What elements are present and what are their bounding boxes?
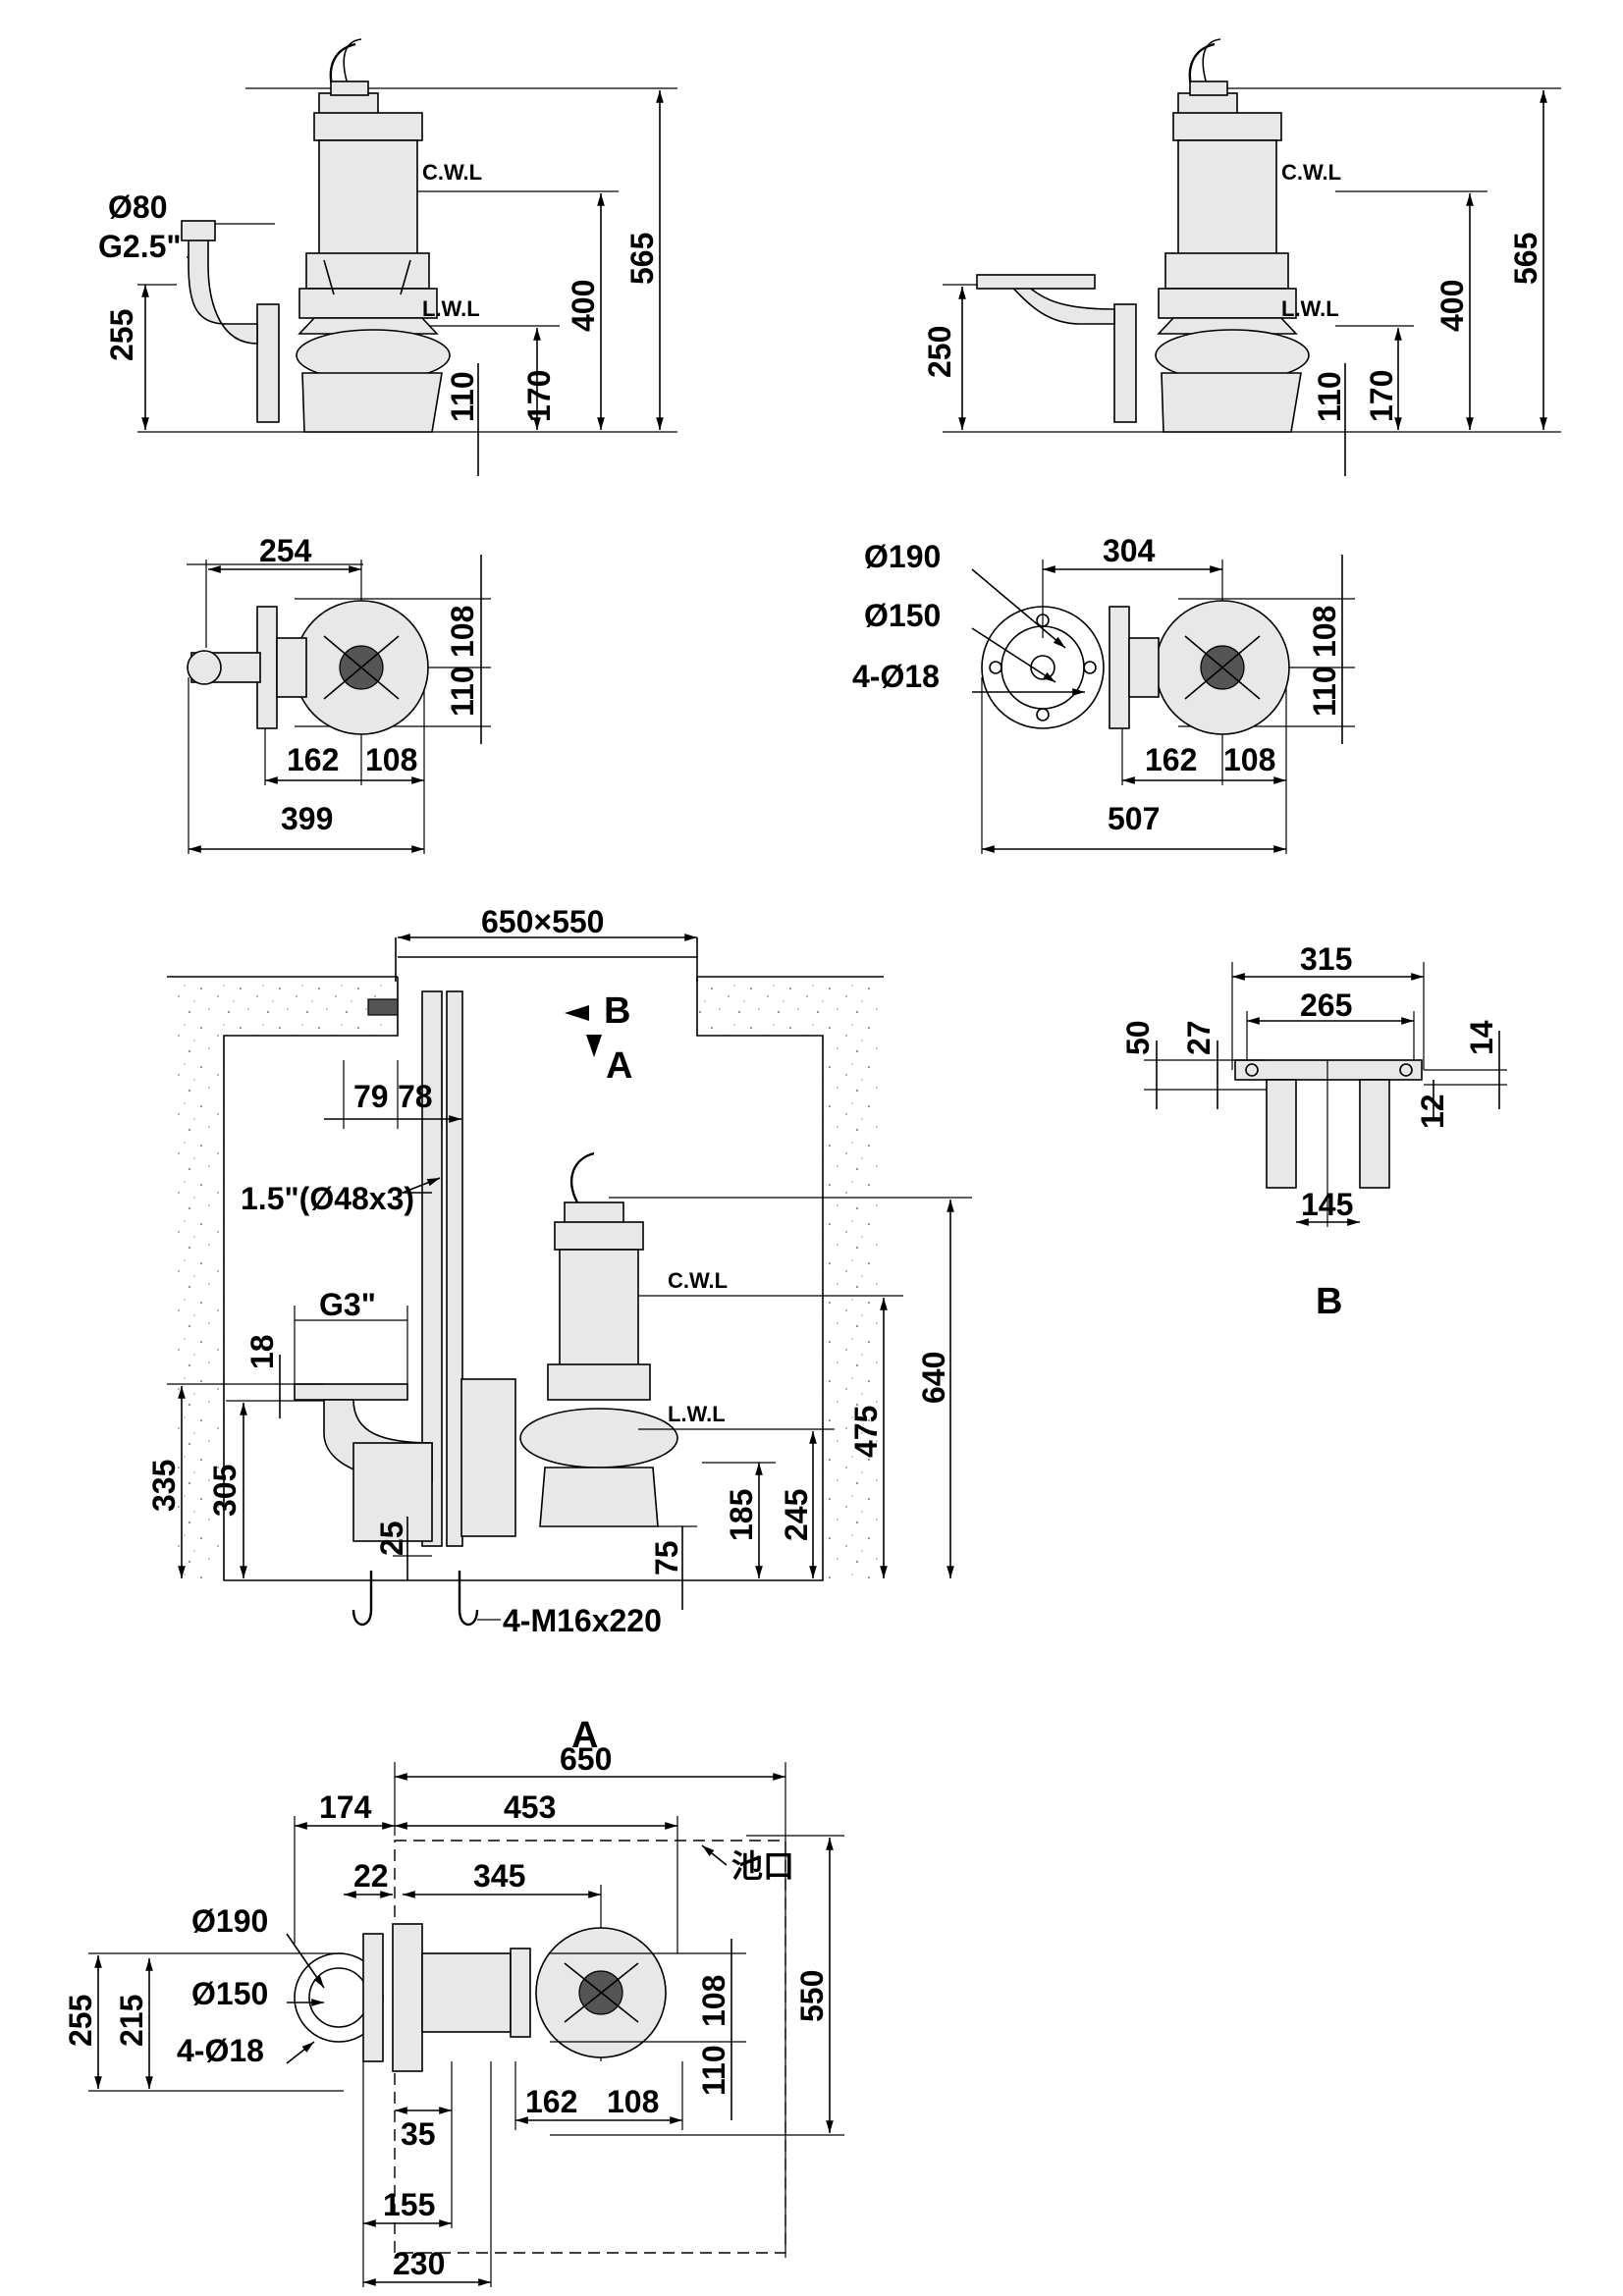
dim-110-a: 110 (696, 2045, 731, 2096)
dim-650x550: 650×550 (481, 904, 604, 939)
dim-g25: G2.5" (98, 229, 182, 264)
dim-145: 145 (1301, 1187, 1353, 1222)
pump-elevation-view-2 (943, 38, 1561, 476)
dim-14: 14 (1464, 1020, 1499, 1055)
dim-d150-a: Ø150 (191, 1976, 268, 2011)
dim-155-a: 155 (383, 2187, 435, 2222)
pit-installation-section (167, 934, 972, 1627)
dim-174: 174 (319, 1789, 372, 1825)
cwl-label: C.W.L (422, 160, 482, 185)
dim-400: 400 (566, 280, 601, 332)
plan1-labels: 254 108 110 162 108 399 (259, 533, 480, 836)
dim-162-2: 162 (1145, 742, 1197, 777)
dim-170: 170 (521, 370, 557, 422)
dim-550-a: 550 (794, 1970, 830, 2022)
dim-255: 255 (104, 309, 139, 361)
dim-d80: Ø80 (108, 189, 167, 225)
cwl-label-3: C.W.L (668, 1268, 728, 1293)
dim-245: 245 (779, 1489, 814, 1541)
dim-110-v2: 110 (1307, 666, 1342, 717)
dim-12: 12 (1415, 1094, 1450, 1129)
view-a-title: A (571, 1715, 598, 1756)
g3-label: G3" (319, 1287, 376, 1322)
dim-22: 22 (353, 1858, 389, 1894)
dim-265: 265 (1300, 988, 1352, 1023)
dim-108-v: 108 (445, 606, 480, 658)
pump-plan-view-1 (187, 555, 491, 854)
dim-108-h2: 108 (1223, 742, 1275, 777)
dim-50: 50 (1120, 1020, 1156, 1055)
pit-opening: 池口 (731, 1848, 794, 1884)
dim-108-v2: 108 (1307, 606, 1342, 658)
view2-labels: 250 C.W.L L.W.L 400 565 170 110 (922, 160, 1543, 422)
dim-170-2: 170 (1364, 370, 1399, 422)
dim-565: 565 (624, 233, 660, 285)
dim-565-2: 565 (1508, 233, 1543, 285)
dim-650: 650 (560, 1741, 612, 1777)
lwl-label-2: L.W.L (1281, 296, 1339, 321)
dim-d150: Ø150 (864, 598, 941, 633)
bolt-holes: 4-Ø18 (852, 659, 940, 694)
dim-18: 18 (244, 1334, 280, 1369)
anchor-bolts: 4-M16x220 (503, 1603, 662, 1638)
dim-400-2: 400 (1434, 280, 1470, 332)
dim-185: 185 (724, 1489, 759, 1541)
dim-162-a: 162 (525, 2084, 577, 2119)
dim-108-ha: 108 (607, 2084, 659, 2119)
dim-345: 345 (473, 1858, 525, 1894)
detail-b-labels: 315 265 50 27 14 12 145 B (1120, 941, 1499, 1322)
dim-110: 110 (445, 371, 480, 422)
lwl-label-3: L.W.L (668, 1402, 726, 1426)
view-a-plan (88, 1762, 844, 2287)
dim-25: 25 (374, 1521, 409, 1556)
dim-215-a: 215 (114, 1995, 149, 2047)
dim-640: 640 (916, 1352, 951, 1404)
dim-110-2: 110 (1312, 371, 1347, 422)
lwl-label: L.W.L (422, 296, 480, 321)
dim-75: 75 (649, 1540, 684, 1575)
pump-elevation-view-1 (137, 38, 677, 476)
rail-spec: 1.5"(Ø48x3) (241, 1181, 414, 1216)
dim-305: 305 (207, 1465, 243, 1517)
dim-399: 399 (281, 801, 333, 836)
dim-d190: Ø190 (864, 539, 941, 574)
section-a-arrow-icon (586, 1035, 602, 1057)
dim-315: 315 (1300, 941, 1352, 977)
detail-b-title: B (1316, 1281, 1342, 1322)
section-a-marker: A (606, 1045, 632, 1087)
section-b-marker: B (604, 990, 630, 1032)
dim-108-a: 108 (696, 1975, 731, 2027)
view-a-labels: A 650 174 453 池口 22 345 Ø190 Ø150 4-Ø18 … (63, 1715, 830, 2281)
dim-507: 507 (1108, 801, 1160, 836)
dim-453: 453 (504, 1789, 556, 1825)
dim-35-a: 35 (401, 2116, 436, 2152)
detail-b-view (1144, 962, 1507, 1227)
dim-255-a: 255 (63, 1995, 98, 2047)
dim-304: 304 (1103, 533, 1156, 568)
plan2-labels: Ø190 Ø150 4-Ø18 304 108 110 162 108 507 (852, 533, 1342, 836)
dim-79: 79 (353, 1079, 389, 1114)
dim-78: 78 (398, 1079, 433, 1114)
dim-108-h: 108 (365, 742, 417, 777)
pump-plan-view-2 (971, 555, 1355, 854)
install-labels: 650×550 B A 79 78 1.5"(Ø48x3) G3" 18 C.W… (146, 904, 951, 1638)
cwl-label-2: C.W.L (1281, 160, 1341, 185)
dim-230-a: 230 (393, 2246, 445, 2281)
dim-475: 475 (848, 1406, 884, 1458)
bolt-holes-a: 4-Ø18 (177, 2033, 264, 2068)
section-b-arrow-icon (565, 1005, 589, 1021)
dim-162: 162 (287, 742, 339, 777)
view1-labels: Ø80 G2.5" 255 C.W.L L.W.L 400 565 170 11… (98, 160, 660, 422)
dim-d190-a: Ø190 (191, 1903, 268, 1939)
dim-250: 250 (922, 326, 957, 378)
dim-110-v: 110 (445, 666, 480, 717)
dim-27: 27 (1181, 1020, 1217, 1055)
dim-335: 335 (146, 1460, 182, 1512)
dim-254: 254 (259, 533, 312, 568)
